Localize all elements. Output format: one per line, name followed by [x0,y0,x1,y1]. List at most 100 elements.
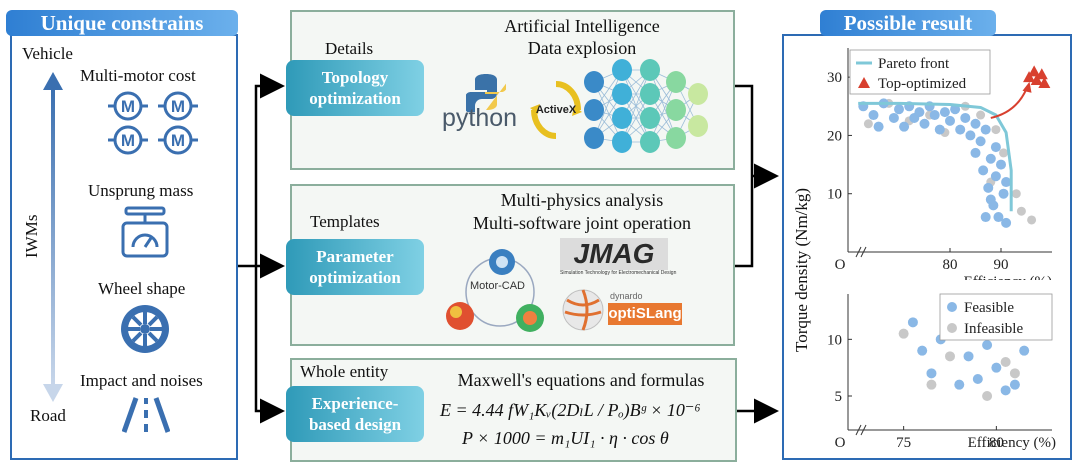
feasible-point [965,130,976,141]
axis-break [855,424,862,436]
infeasible-point [1016,206,1026,216]
data-explosion-heading: Data explosion [527,38,637,58]
legend-feasible-label: Feasible [964,300,1014,316]
feasible-point [982,340,993,350]
nn-node [640,131,660,153]
nn-node [666,99,686,121]
topology-optimization-badge: Topology optimization [286,60,424,116]
nn-node [688,115,708,137]
nn-node [584,71,604,93]
motorcad-label: Motor-CAD [470,280,526,292]
top-optimized-point [1038,76,1051,88]
feasible-point [975,136,986,147]
x-tick-label: 75 [896,435,911,451]
infeasible-point [999,148,1009,158]
feasible-point [998,188,1009,199]
feasible-point [978,165,989,176]
multiphysics-heading: Multi-physics analysis [500,190,664,210]
feasible-point [899,121,910,132]
feasible-point [926,368,937,379]
legend-box [849,49,991,95]
feasible-point [985,153,996,164]
feasible-point [972,374,983,384]
legend-feasible-swatch [947,302,957,312]
vehicle-label: Vehicle [22,44,73,63]
feasible-point [945,115,955,126]
nn-node [666,71,686,93]
nn-node [612,131,632,153]
feasible-point [1001,177,1012,188]
feasible-point [993,212,1004,223]
top-optimized-point [1023,71,1036,83]
whole-entity-label: Whole entity [300,362,389,381]
legend-infeasible-swatch [947,323,957,333]
motor-letter: M [171,97,185,116]
y-tick-label: 20 [827,128,842,144]
infeasible-point [926,379,937,390]
motor-letter: M [171,131,185,150]
multisoftware-heading: Multi-software joint operation [473,213,691,233]
feasible-point [907,317,918,328]
python-logo-icon: python [442,72,534,142]
infeasible-point [898,328,909,339]
nn-edge [621,69,651,143]
top-optimized-point [1035,68,1048,80]
x-tick-label: 80 [989,435,1004,451]
infeasible-point [1000,357,1011,367]
x-axis-label: Efficiency (%) [964,274,1052,280]
nn-edge [649,81,677,143]
feasible-point [873,121,884,132]
feasible-point [970,118,981,129]
templates-label: Templates [310,212,380,231]
nn-node [688,83,708,105]
emf-equation: E = 4.44 fW₁Kᵥ(2DₗL / Pₒ)Bᵍ × 10⁻⁶ [440,400,701,420]
feasible-point [996,159,1006,170]
motorcad-graphic-icon [446,249,544,332]
vehicle-road-axis [43,72,63,402]
wheel-shape-label: Wheel shape [98,279,186,298]
nn-node [612,83,632,105]
y-tick-label: 5 [835,389,843,405]
feasible-point [888,112,899,123]
infeasible-point [863,119,873,129]
feasible-point [990,142,1001,153]
nn-node [640,83,660,105]
legend-box [939,293,1053,341]
axis-break [860,424,867,436]
feasible-point [934,124,945,135]
power-equation: P × 1000 = m₁UI₁ · η · cos θ [462,428,669,448]
merge-bracket [735,84,754,268]
origin-label: O [835,257,846,273]
activex-logo-icon [530,81,582,139]
feasible-point [980,124,991,135]
python-wordmark: python [442,104,518,132]
impact-noises-label: Impact and noises [80,371,203,390]
improvement-arrow [990,88,1028,119]
scale-icon [121,206,169,258]
axis-break [855,246,862,258]
maxwell-heading: Maxwell's equations and formulas [457,370,705,390]
nn-node [584,127,604,149]
unsprung-mass-label: Unsprung mass [88,181,194,200]
improvement-arrowhead [1022,81,1032,93]
feasible-point [960,112,971,123]
jmag-logo: JMAG [560,238,668,270]
nn-edge [649,69,677,139]
feasible-point [868,110,879,121]
pareto-scatter-chart: O1020308090Efficiency (%)Pareto frontTop… [827,48,1052,280]
infeasible-point [982,391,993,401]
road-label: Road [30,406,66,425]
wheel-icon [121,305,169,353]
parameter-optimization-badge: Parameter optimization [286,239,424,295]
optislang-sphere-icon [562,289,604,331]
details-label: Details [325,39,374,58]
feasible-point [1009,379,1020,390]
nn-node [666,127,686,149]
legend-infeasible-label: Infeasible [964,321,1023,337]
feasible-point [955,124,966,135]
nn-edge [593,69,623,139]
feasible-point [980,212,991,223]
ai-heading: Artificial Intelligence [504,16,660,36]
